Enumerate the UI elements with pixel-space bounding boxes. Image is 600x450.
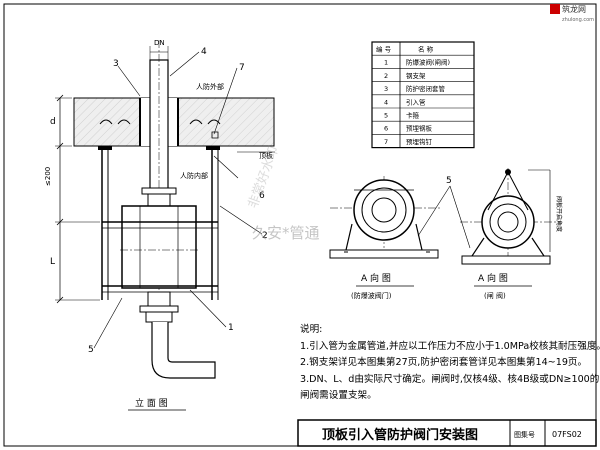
title-block bbox=[297, 419, 597, 447]
zhulong-logo: 筑龙网 zhulong.com bbox=[550, 4, 594, 23]
table-row-no: 2 bbox=[384, 72, 388, 80]
dim200-label: ≤200 bbox=[44, 167, 52, 186]
dn-label: DN bbox=[154, 39, 165, 47]
view-a1-subtitle: (防爆波阀门) bbox=[351, 291, 392, 300]
drawing-title: 顶板引入管防护阀门安装图 bbox=[322, 427, 478, 443]
table-row-no: 5 bbox=[384, 112, 388, 120]
embedded-plate-right bbox=[206, 146, 220, 150]
atlas-code: 07FS02 bbox=[552, 430, 582, 439]
notes-title: 说明: bbox=[300, 324, 323, 335]
inner-label: 人防内部 bbox=[180, 171, 208, 180]
label-5: 5 bbox=[88, 345, 94, 355]
label-5-top: 5 bbox=[446, 176, 452, 186]
table-row-name: 预埋钢板 bbox=[406, 124, 433, 133]
table-row-name: 钢支架 bbox=[406, 71, 426, 80]
table-row-name: 防爆波阀(闸阀) bbox=[406, 58, 450, 67]
outer-label: 人防外部 bbox=[196, 82, 224, 91]
note-line-1: 1.引入管为金属管道,并应以工作压力不应小于1.0MPa校核其耐压强度。 bbox=[300, 340, 600, 352]
a-view-blast-valve bbox=[329, 176, 440, 259]
note-line-4: 闸阀需设置支架。 bbox=[300, 390, 377, 401]
logo-url: zhulong.com bbox=[562, 17, 594, 23]
side-note: 阀板开启角度 bbox=[555, 196, 563, 232]
embedded-plate-left bbox=[98, 146, 112, 150]
blast-valve bbox=[121, 205, 197, 289]
label-2: 2 bbox=[262, 231, 268, 241]
table-row-no: 3 bbox=[384, 85, 388, 93]
table-header-no: 编 号 bbox=[376, 45, 392, 54]
table-row-name: 防护密闭套管 bbox=[406, 84, 446, 93]
roof-label: 顶板 bbox=[259, 151, 273, 160]
d-label: d bbox=[50, 117, 56, 127]
label-6: 6 bbox=[259, 191, 265, 201]
note-line-2: 2.钢支架详见本图集第27页,防护密闭套管详见本图集第14~19页。 bbox=[300, 357, 588, 368]
view-a2-subtitle: (闸 阀) bbox=[484, 291, 506, 300]
a-view-gate-valve bbox=[417, 168, 560, 265]
note-line-3: 3.DN、L、d由实际尺寸确定。闸阀时,仅核4级、核4B级或DN≥100的 bbox=[300, 373, 600, 385]
label-4: 4 bbox=[201, 47, 207, 57]
notes: 说明: 1.引入管为金属管道,并应以工作压力不应小于1.0MPa校核其耐压强度。… bbox=[300, 322, 600, 405]
view-a2-title: A 向 图 bbox=[478, 272, 508, 284]
table-row-no: 4 bbox=[384, 98, 388, 106]
label-7: 7 bbox=[239, 63, 245, 73]
L-label: L bbox=[50, 257, 55, 267]
label-3: 3 bbox=[113, 59, 119, 69]
elevation-view bbox=[55, 40, 275, 379]
parts-table: 编 号 名 称 1 防爆波阀(闸阀) 2 钢支架 3 防护密闭套管 4 引入管 5 卡箍 6 预埋钢板 7 预… bbox=[371, 41, 475, 149]
atlas-label: 图集号 bbox=[514, 430, 535, 439]
table-row-name: 预埋钩钉 bbox=[406, 137, 433, 146]
table-row-no: 7 bbox=[384, 138, 388, 146]
table-row-name: 引入管 bbox=[406, 97, 426, 106]
table-row-no: 1 bbox=[384, 59, 388, 67]
bent-pipe bbox=[151, 322, 216, 379]
table-row-no: 6 bbox=[384, 125, 388, 133]
table-row-name: 卡箍 bbox=[406, 111, 420, 120]
logo-name: 筑龙网 bbox=[562, 4, 586, 14]
table-header-name: 名 称 bbox=[418, 45, 434, 54]
elevation-title: 立 面 图 bbox=[135, 397, 168, 409]
view-a1-title: A 向 图 bbox=[361, 272, 391, 284]
label-1: 1 bbox=[228, 323, 234, 333]
